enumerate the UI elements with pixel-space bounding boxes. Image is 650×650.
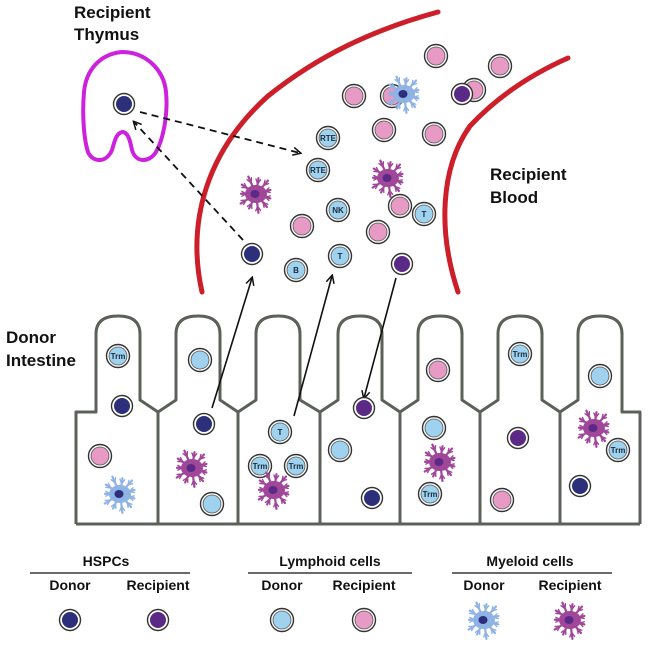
cell-tag-t: T [278,428,283,437]
intestine-donor-trm: Trm [105,343,131,369]
intestine-recipient-hspc [352,396,376,420]
intestine-donor-lymphocyte [421,415,447,441]
intestine-label: Donor Intestine [6,328,76,370]
cell-tag-trm: Trm [513,350,528,359]
legend-myeloid-recipient-label: Recipient [538,577,601,593]
blood-recipient-lymphocyte [289,213,315,239]
blood-donor-nk: NK [325,197,351,223]
blood-recipient-lymphocyte [423,43,449,69]
intestine-recipient-myeloid [423,443,456,482]
cell-tag-t: T [338,252,343,261]
legend-myeloid-title: Myeloid cells [486,553,573,569]
legend-lymphoid-donor-icon [269,607,295,633]
intestine-donor-trm: Trm [605,437,631,463]
blood-recipient-lymphocyte [387,193,413,219]
legend-myeloid-recipient-icon [553,601,586,640]
legend-hspc-donor-icon [58,608,82,632]
blood-recipient-myeloid [239,175,272,214]
intestine-donor-trm: Trm [283,453,309,479]
blood-donor-myeloid [387,75,420,114]
blood-donor-rte: RTE [305,157,331,183]
intestine-donor-lymphocyte [199,491,225,517]
blood-donor-t: T [327,243,353,269]
intestine-recipient-lymphocyte [425,357,451,383]
legend: HSPCs Donor Recipient Lymphoid cells Don… [30,553,612,593]
intestine-donor-hspc [110,394,134,418]
legend-hspc-recipient-icon [146,608,170,632]
recipient-hspc-infiltration-arrow [364,277,397,398]
blood-recipient-lymphocyte [487,53,513,79]
blood-recipient-lymphocyte [365,219,391,245]
legend-hspc-recipient-label: Recipient [126,577,189,593]
intestine-donor-lymphocyte [327,437,353,463]
thymus-outline [81,50,169,162]
intestine-donor-lymphocyte [587,363,613,389]
legend-hspc-donor-label: Donor [49,577,91,593]
legend-myeloid-donor-label: Donor [463,577,505,593]
cell-tag-nk: NK [332,206,344,215]
blood-recipient-lymphocyte [421,121,447,147]
intestinal-epithelium [74,314,642,526]
intestine-donor-lymphocyte [187,347,213,373]
blood-recipient-myeloid [371,159,404,198]
intestine-recipient-lymphocyte [489,487,515,513]
donor-hspc-egress-arrow [211,278,252,409]
vessel-wall-left [194,9,441,295]
legend-lymphoid-title: Lymphoid cells [279,553,381,569]
thymus-donor-hspc [112,92,136,116]
donor-t-egress-arrow [293,276,332,417]
blood-recipient-lymphocyte [371,117,397,143]
blood-recipient-hspc [450,82,474,106]
blood-label: Recipient Blood [490,165,571,207]
intestine-donor-trm: Trm [417,481,443,507]
cell-tag-b: B [293,266,299,275]
cell-tag-t: T [422,210,427,219]
intestine-recipient-hspc [506,426,530,450]
intestine-recipient-lymphocyte [87,443,113,469]
blood-donor-t: T [411,201,437,227]
blood-donor-b: B [283,257,309,283]
intestine-donor-t: T [267,419,293,445]
blood-recipient-hspc [390,252,414,276]
blood-recipient-lymphocyte [341,83,367,109]
legend-lymphoid-donor-label: Donor [261,577,303,593]
intestine-recipient-myeloid [257,471,290,510]
cell-tag-trm: Trm [611,446,626,455]
legend-lymphoid-recipient-label: Recipient [332,577,395,593]
hspc-to-thymus-arrow [134,122,244,241]
intestine-recipient-myeloid [577,409,610,448]
intestine-donor-hspc [568,474,592,498]
thymus-label: Recipient Thymus [74,3,155,44]
legend-hspc-title: HSPCs [83,553,130,569]
cell-tag-trm: Trm [111,352,126,361]
cell-tag-rte: RTE [310,166,327,175]
blood-donor-rte: RTE [315,125,341,151]
vessel-wall-right [442,55,571,295]
thymus-to-blood-rte-arrow [139,111,300,153]
cell-tag-trm: Trm [423,490,438,499]
intestine-donor-hspc [360,486,384,510]
cell-tag-trm: Trm [289,462,304,471]
legend-lymphoid-recipient-icon [351,607,377,633]
blood-donor-hspc [240,242,264,266]
intestine-donor-hspc [192,412,216,436]
cell-tag-rte: RTE [320,134,337,143]
intestine-donor-trm: Trm [507,341,533,367]
cell-tag-trm: Trm [253,462,268,471]
intestine-donor-myeloid [103,475,136,514]
legend-myeloid-donor-icon [467,601,500,640]
intestine-recipient-myeloid [175,449,208,488]
